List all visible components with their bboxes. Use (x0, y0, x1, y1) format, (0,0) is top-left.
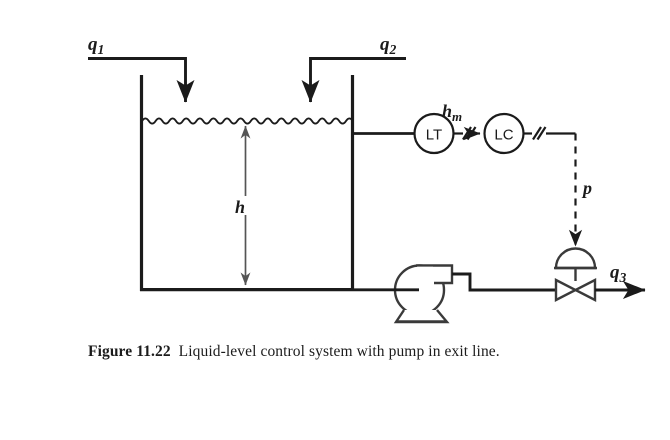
lc-tag-label: LC (494, 127, 513, 144)
pneumatic-control-valve[interactable] (554, 247, 597, 302)
signal-hash-mark-1 (462, 126, 472, 141)
label-q1: q1 (88, 34, 104, 57)
inlet-stream-q1 (88, 57, 195, 103)
caption-description: Liquid-level control system with pump in… (178, 343, 500, 360)
signal-hash-mark-3 (532, 126, 542, 141)
signal-line-hm (453, 126, 481, 141)
centrifugal-pump (354, 264, 454, 324)
label-q3: q3 (610, 262, 627, 285)
caption-figure-number: Figure 11.22 (88, 343, 171, 360)
signal-hash-mark-4 (536, 126, 547, 141)
level-controller-bubble[interactable]: LC (483, 112, 525, 155)
valve-body (554, 278, 579, 302)
lt-tag-label: LT (426, 127, 442, 144)
inlet-stream-q2 (301, 57, 406, 103)
label-p: p (581, 178, 592, 198)
discharge-piping (452, 272, 556, 292)
tank-vessel (139, 75, 355, 292)
signal-line-p (523, 126, 583, 247)
figure-caption: Figure 11.22 Liquid-level control system… (88, 341, 608, 362)
signal-hash-mark-2 (466, 126, 477, 141)
valve-actuator-diaphragm (554, 247, 597, 270)
label-h: h (235, 197, 245, 217)
label-hm: hm (442, 101, 462, 124)
liquid-surface (141, 117, 354, 125)
label-q2: q2 (380, 34, 397, 57)
